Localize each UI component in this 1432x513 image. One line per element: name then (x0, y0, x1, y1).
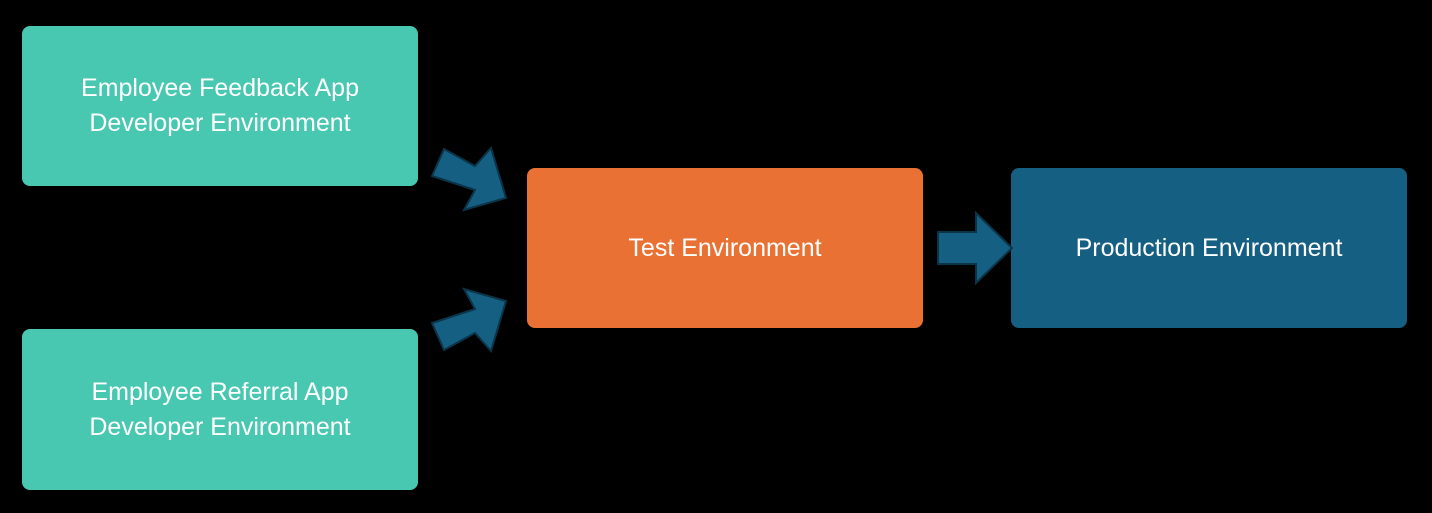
production-environment-box: Production Environment (1011, 168, 1407, 328)
referral-to-test-arrow-icon (430, 287, 508, 354)
feedback-to-test-arrow-icon (430, 145, 508, 212)
production-environment-label: Production Environment (1075, 233, 1343, 262)
referral-app-name: Employee Referral App (91, 377, 349, 406)
test-environment-label: Test Environment (628, 233, 822, 262)
feedback-environment-name: Developer Environment (89, 109, 351, 137)
referral-environment-name: Developer Environment (89, 412, 351, 441)
feedback-dev-environment-box: Employee Feedback App Developer Environm… (22, 26, 418, 186)
referral-dev-environment-box: Employee Referral App Developer Environm… (22, 329, 418, 490)
feedback-app-name: Employee Feedback App (81, 74, 359, 102)
test-environment-box: Test Environment (527, 168, 923, 328)
feedback-dev-environment-label: Employee Feedback App Developer Environm… (81, 71, 359, 141)
referral-dev-environment-label: Employee Referral App Developer Environm… (89, 375, 350, 445)
test-to-production-arrow-icon (937, 210, 1014, 286)
